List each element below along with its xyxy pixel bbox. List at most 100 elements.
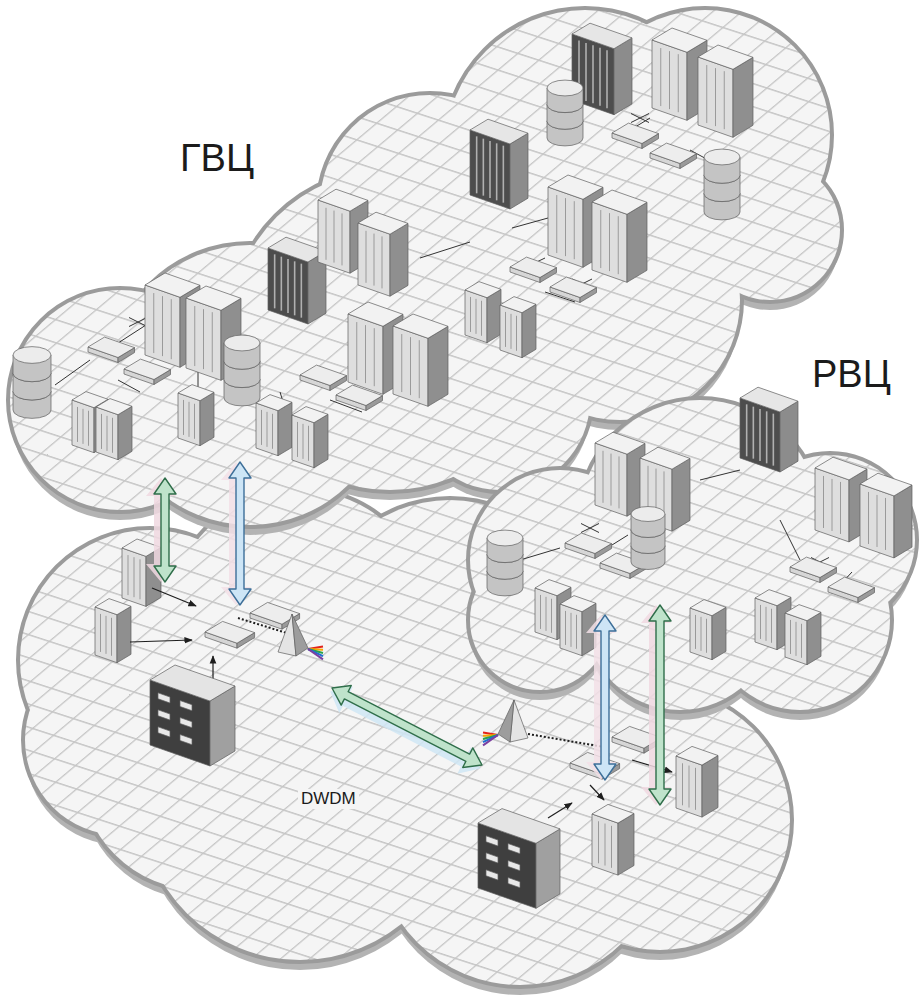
server-tower-front	[95, 607, 117, 663]
cloud-rim-lobe	[710, 530, 890, 710]
server-grill	[565, 198, 566, 256]
appliance-module	[508, 844, 520, 854]
arrow-body	[332, 686, 482, 768]
server-grill	[374, 328, 375, 386]
server-tower	[292, 407, 328, 468]
server-grill	[334, 211, 335, 263]
appliance-module	[486, 870, 498, 880]
server-tower-front	[358, 223, 390, 296]
server-grill	[516, 316, 517, 351]
server-grill	[611, 826, 612, 868]
cross-link	[581, 524, 599, 533]
network-switch-top	[612, 123, 659, 143]
server-grill	[706, 65, 707, 123]
server-grill	[706, 619, 707, 653]
server-tower-front	[652, 40, 687, 120]
rack-stripe	[483, 139, 485, 196]
rack-stripe	[773, 414, 775, 466]
server-tower-front	[690, 608, 712, 660]
flow-arrow	[590, 785, 604, 800]
server-tower-top	[292, 407, 328, 423]
appliance-module	[486, 836, 498, 846]
rack-cabinet-side	[780, 401, 798, 472]
rack-stripe	[489, 141, 491, 198]
label-holder: DWDM	[298, 789, 359, 809]
server-tower	[676, 746, 718, 817]
network-switch	[205, 621, 255, 648]
server-grill	[766, 607, 767, 641]
server-grill	[801, 624, 802, 658]
device-link	[420, 242, 470, 258]
server-tower-side	[733, 57, 753, 137]
server-grill	[401, 334, 402, 392]
disk-top	[547, 80, 583, 96]
cross-link	[631, 114, 649, 123]
network-switch	[88, 337, 135, 362]
server-tower-side	[712, 607, 726, 659]
server-grill	[128, 555, 129, 595]
server-tower-side	[390, 223, 408, 296]
server-tower	[698, 45, 753, 137]
network-switch-top	[790, 557, 837, 577]
server-tower-side	[627, 202, 647, 282]
rainbow-ray	[483, 735, 498, 745]
rack-cabinet-side	[510, 133, 528, 209]
disk-top	[13, 347, 51, 364]
server-tower-front	[145, 285, 180, 367]
server-tower-front	[592, 202, 627, 282]
server-grill	[556, 195, 557, 253]
link-arrow	[641, 605, 671, 805]
rack-cabinet-top	[268, 237, 326, 262]
dotted-fiber	[238, 618, 290, 634]
server-grill	[326, 208, 327, 260]
cloud-fill	[470, 400, 915, 710]
server-grill	[660, 48, 661, 106]
server-tower	[690, 600, 726, 660]
server-tower-front	[785, 613, 807, 665]
network-cloud	[20, 490, 790, 995]
cross-link	[581, 524, 599, 533]
server-grill	[134, 557, 135, 597]
server-grill	[77, 407, 78, 442]
server-tower-top	[690, 600, 726, 616]
server-grill	[695, 615, 696, 649]
network-cloud	[470, 400, 915, 720]
cloud-fill	[20, 490, 790, 985]
prism-face	[498, 700, 514, 742]
server-tower-top	[465, 282, 501, 298]
server-grill	[689, 766, 690, 808]
server-grill	[600, 210, 601, 268]
server-grill	[194, 404, 195, 439]
arrow-body	[649, 605, 671, 805]
cloud-outline	[460, 340, 922, 740]
network-switch	[565, 533, 612, 558]
link-label: DWDM	[298, 789, 359, 809]
rack-stripe	[599, 48, 601, 106]
server-tower	[785, 605, 821, 665]
server-grill	[272, 414, 273, 449]
network-switch-top	[300, 365, 347, 385]
server-grill	[365, 325, 366, 383]
server-tower-front	[560, 604, 582, 656]
appliance-module	[158, 727, 170, 737]
server-tower-front	[698, 57, 733, 137]
server-tower	[96, 399, 132, 460]
server-tower-side	[200, 392, 214, 445]
server-grill	[356, 322, 357, 380]
network-switch	[510, 257, 557, 282]
server-grill	[106, 616, 107, 654]
server-tower-top	[96, 399, 132, 415]
device-link	[700, 470, 740, 480]
server-grill	[605, 824, 606, 866]
server-grill	[790, 620, 791, 654]
rack-cabinet-side	[614, 38, 632, 115]
server-grill	[619, 456, 620, 508]
server-tower	[178, 385, 214, 446]
server-tower-top	[535, 580, 571, 596]
network-switch-top	[650, 143, 697, 163]
disk-storage	[13, 347, 51, 419]
server-grill	[162, 296, 163, 356]
prism-face	[292, 614, 308, 656]
device-link	[55, 360, 90, 385]
